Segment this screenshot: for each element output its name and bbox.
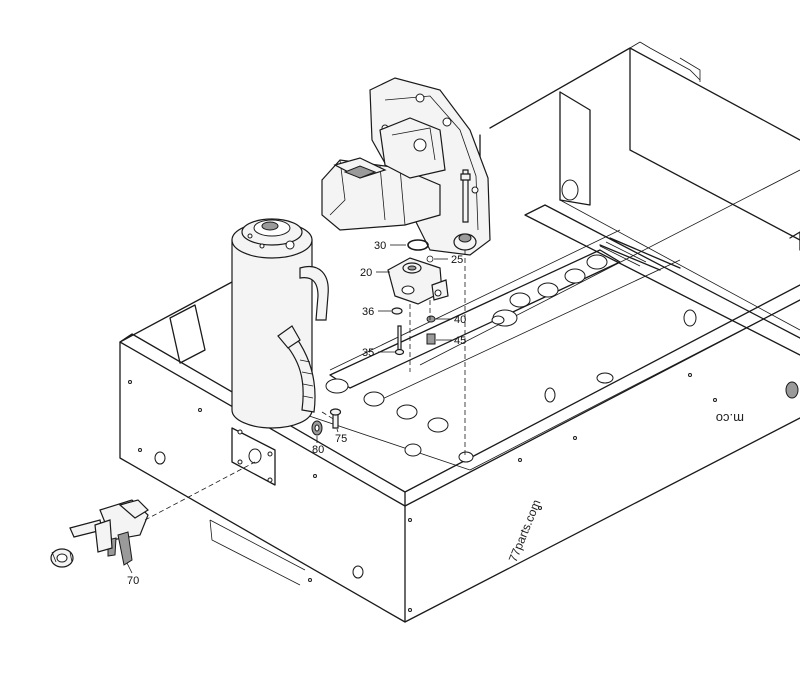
callout-70: 70 (127, 575, 139, 587)
part-70-valve-assembly (50, 499, 149, 568)
callout-35: 35 (362, 347, 374, 359)
leader-lines (126, 244, 452, 574)
back-wall (479, 47, 800, 241)
alignment-lines (144, 250, 466, 521)
watermark-side: 77parts.com (506, 498, 544, 564)
exploded-parts (311, 239, 449, 436)
callout-45: 45 (454, 335, 466, 347)
callout-36: 36 (362, 306, 374, 318)
part-45-plug (426, 333, 436, 345)
part-36-washer (391, 307, 403, 315)
callout-labels: 30 25 20 36 40 35 45 75 80 70 (127, 240, 466, 587)
pump-motor-assembly (321, 77, 491, 256)
floor-holes (325, 241, 697, 463)
callout-75: 75 (335, 433, 347, 445)
part-25-ring (426, 255, 434, 263)
watermark-edge: m.co (716, 411, 744, 426)
callout-40: 40 (454, 314, 466, 326)
part-40-ring (426, 315, 436, 323)
callout-80: 80 (312, 444, 324, 456)
callout-25: 25 (451, 254, 463, 266)
callout-30: 30 (374, 240, 386, 252)
part-30-oring (407, 239, 429, 251)
front-bracket (231, 427, 276, 486)
cross-channel (524, 204, 800, 356)
part-35-bolt (397, 325, 402, 351)
tank-cylinder (231, 218, 329, 429)
callout-20: 20 (360, 267, 372, 279)
